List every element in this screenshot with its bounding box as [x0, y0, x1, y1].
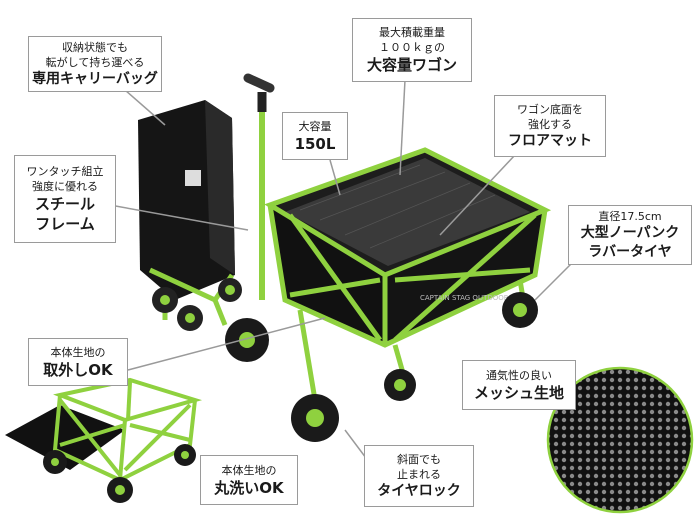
- callout-tire-lock-line1: 斜面でも: [397, 452, 441, 466]
- callout-carry-bag: 収納状態でも 転がして持ち運べる 専用キャリーバッグ: [28, 36, 162, 92]
- callout-carry-bag-line3: 専用キャリーバッグ: [32, 70, 158, 87]
- callout-carry-bag-line1: 収納状態でも: [62, 40, 128, 54]
- callout-floor-mat-line3: フロアマット: [508, 132, 592, 149]
- callout-floor-mat: ワゴン底面を 強化する フロアマット: [494, 95, 606, 157]
- callout-mesh: 通気性の良い メッシュ生地: [462, 360, 576, 410]
- frame-only-wagon: [5, 377, 203, 503]
- callout-capacity-line1: 最大積載重量: [379, 26, 445, 39]
- callout-tire-lock-line2: 止まれる: [397, 467, 441, 481]
- callout-capacity-line3: 大容量ワゴン: [366, 56, 457, 74]
- callout-steel-line2: 強度に優れる: [32, 180, 98, 193]
- callout-tire: 直径17.5cm 大型ノーパンク ラバータイヤ: [568, 205, 692, 265]
- callout-tire-lock-line3: タイヤロック: [377, 482, 461, 499]
- callout-volume-line2: 150L: [294, 134, 336, 153]
- callout-washable: 本体生地の 丸洗いOK: [200, 455, 298, 505]
- brand-logo-icon: [185, 170, 201, 186]
- callout-steel-line1: ワンタッチ組立: [26, 165, 104, 178]
- callout-tire-line2: 大型ノーパンク: [580, 224, 680, 241]
- callout-steel-line4: フレーム: [35, 215, 95, 233]
- callout-capacity-line2: １００ｋｇの: [379, 41, 445, 54]
- leader-lines: [109, 79, 581, 471]
- callout-removable: 本体生地の 取外しOK: [28, 338, 128, 386]
- wagon-handle: [243, 73, 275, 300]
- callout-volume-line1: 大容量: [298, 119, 332, 133]
- callout-mesh-line2: メッシュ生地: [473, 383, 564, 402]
- callout-tire-line3: ラバータイヤ: [588, 243, 672, 260]
- carry-bag: [138, 100, 242, 331]
- callout-capacity-weight: 最大積載重量 １００ｋｇの 大容量ワゴン: [352, 18, 472, 82]
- wagon-brand-text: CAPTAIN STAG OUTDOOR: [420, 294, 509, 302]
- callout-removable-line1: 本体生地の: [50, 345, 106, 359]
- callout-steel-frame: ワンタッチ組立 強度に優れる スチール フレーム: [14, 155, 116, 243]
- wagon-wheels: [225, 292, 538, 442]
- callout-floor-mat-line2: 強化する: [528, 117, 572, 131]
- callout-floor-mat-line1: ワゴン底面を: [517, 102, 583, 116]
- callout-steel-line3: スチール: [34, 195, 95, 213]
- callout-volume: 大容量 150L: [282, 112, 348, 160]
- callout-mesh-line1: 通気性の良い: [486, 368, 552, 382]
- callout-carry-bag-line2: 転がして持ち運べる: [45, 55, 145, 69]
- callout-removable-line2: 取外しOK: [43, 360, 113, 379]
- callout-washable-line1: 本体生地の: [221, 463, 277, 477]
- callout-washable-line2: 丸洗いOK: [214, 478, 284, 497]
- callout-tire-lock: 斜面でも 止まれる タイヤロック: [364, 445, 474, 507]
- mesh-closeup: [546, 366, 694, 514]
- callout-tire-line1: 直径17.5cm: [598, 209, 662, 223]
